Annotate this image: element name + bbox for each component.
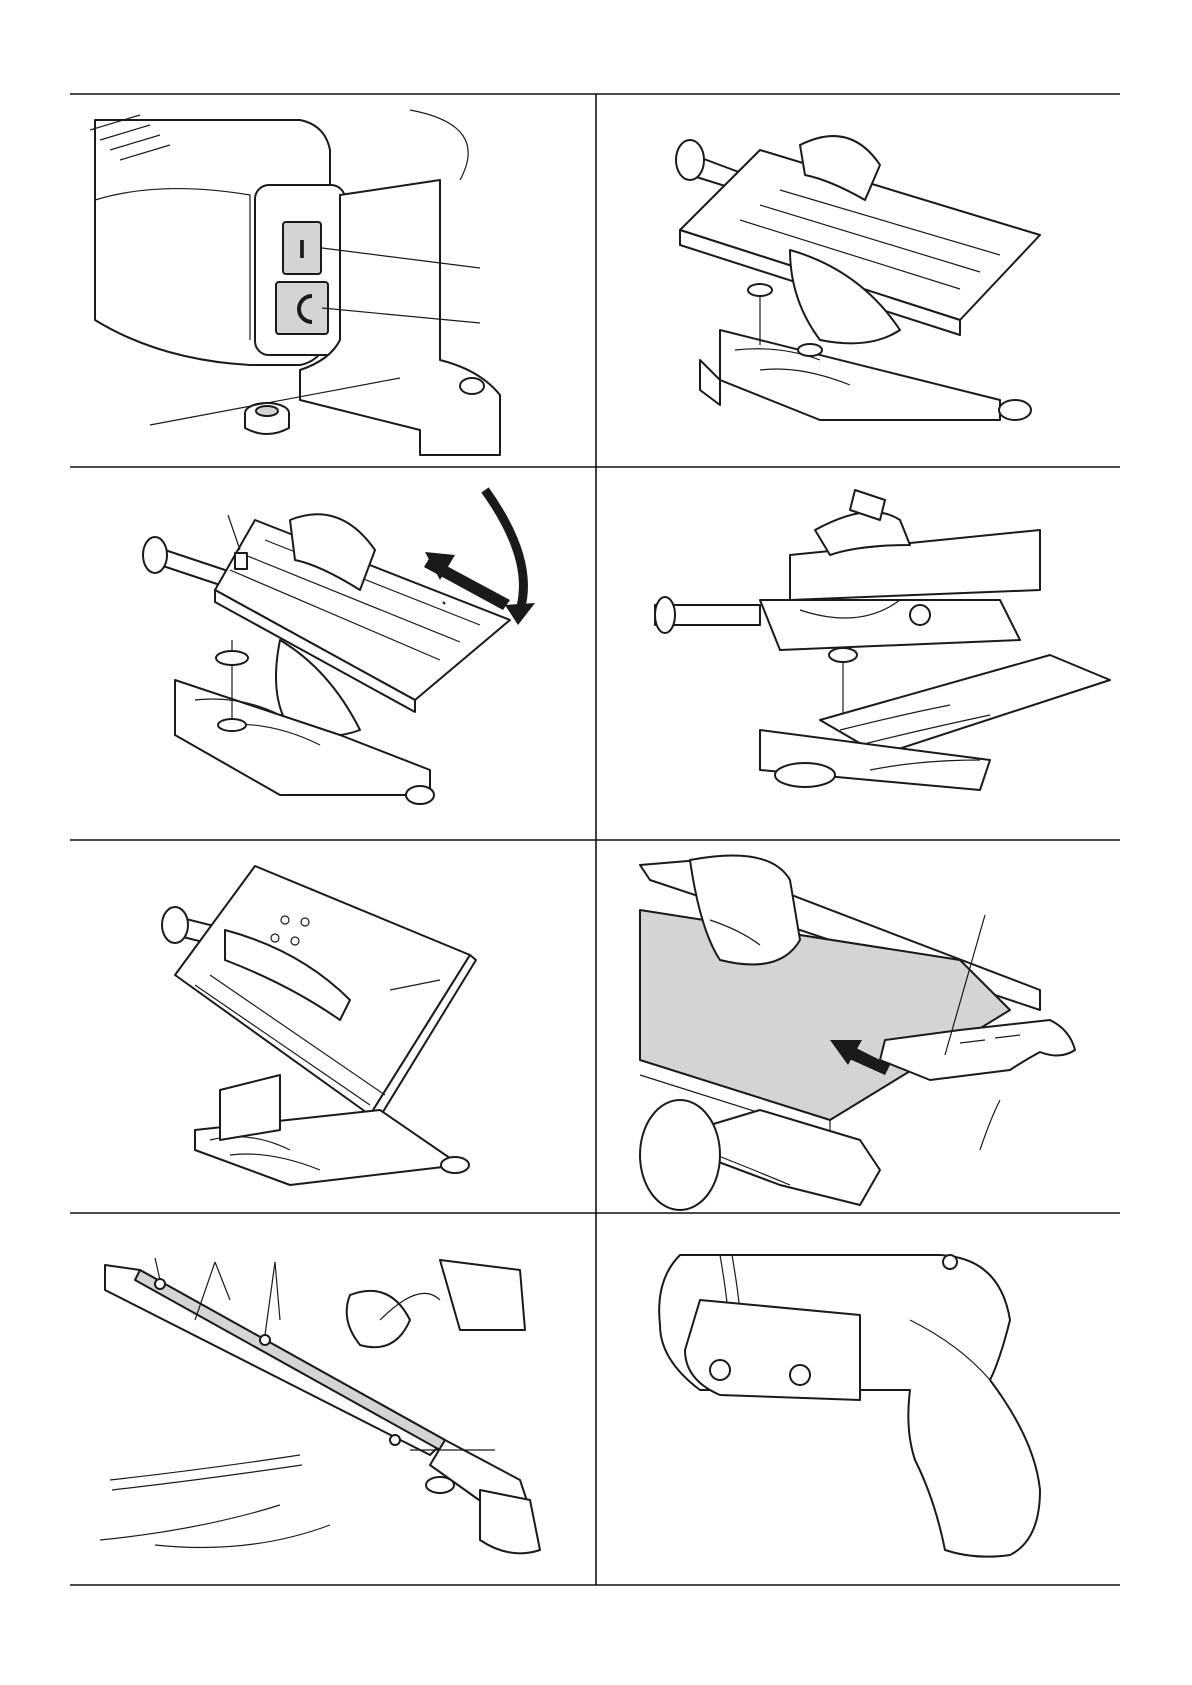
switch-panel: I	[255, 185, 345, 355]
panel-table-raised	[162, 866, 476, 1185]
panel-switch-detail: I	[90, 110, 500, 455]
on-switch-label: I	[298, 234, 305, 264]
panel-saw-table-mode	[676, 136, 1040, 420]
lock-knob	[245, 403, 289, 434]
bevel-scale	[100, 1455, 302, 1540]
dust-adapter-icon	[659, 1255, 1040, 1557]
panel-saw-flip-table	[143, 490, 535, 804]
panel-fence-adjust	[100, 1258, 540, 1553]
rotate-arrow-icon	[485, 490, 535, 625]
panel-saw-side-view	[655, 490, 1110, 790]
callout-lines	[155, 1258, 495, 1450]
panel-push-stick-cut	[640, 856, 1075, 1211]
panel-dust-adapter	[659, 1255, 1040, 1557]
